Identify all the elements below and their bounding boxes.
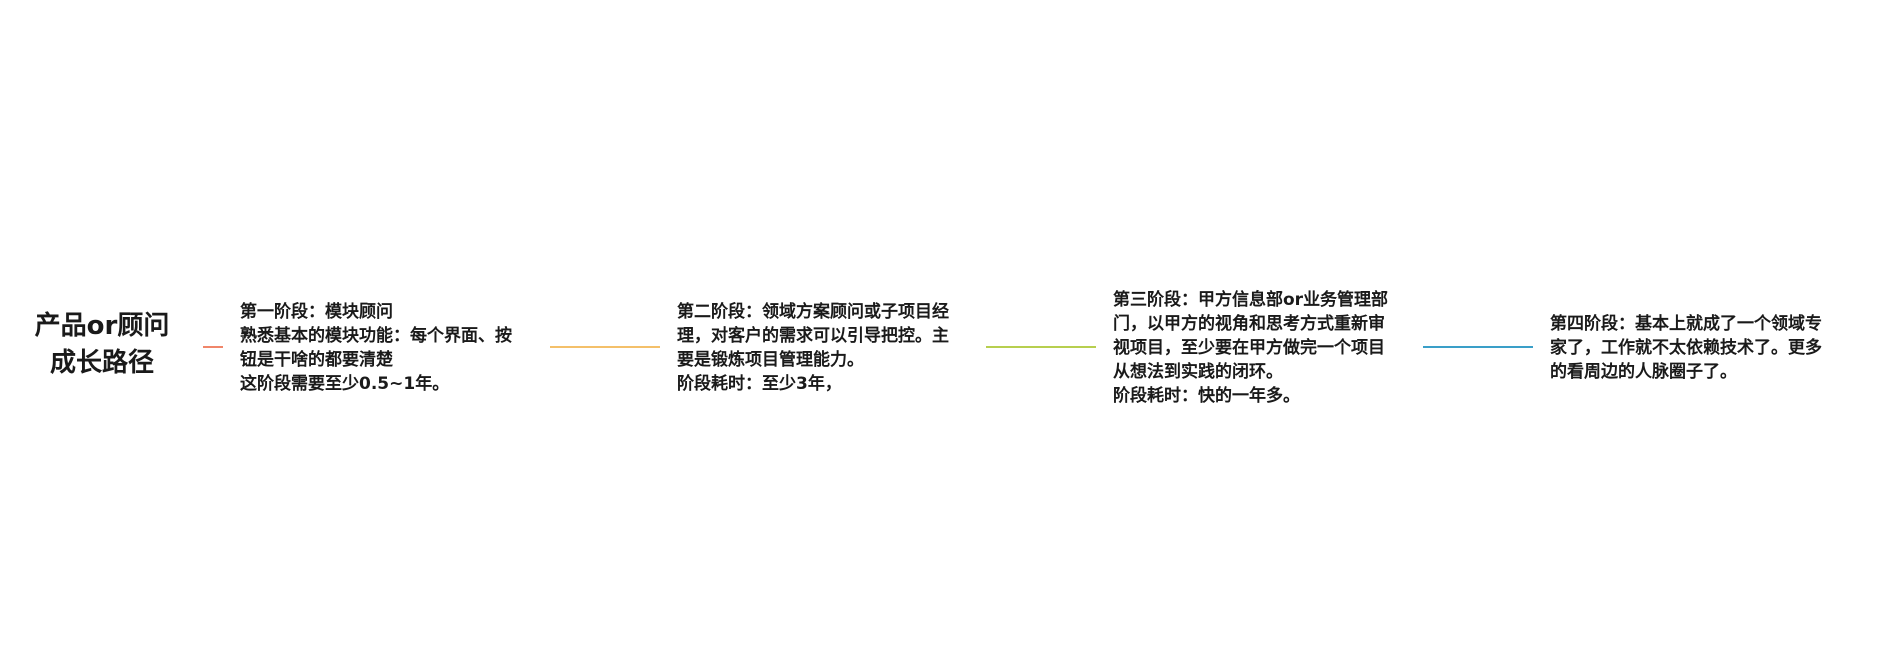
connector-stage-1 [203,346,223,348]
stage-2-line-3: 要是锻炼项目管理能力。 [677,350,864,370]
stage-3-line-4: 从想法到实践的闭环。 [1113,362,1283,382]
stage-2-line-2: 理，对客户的需求可以引导把控。主 [677,326,949,346]
connector-stage-4 [1423,346,1533,348]
root-topic-line-1: 产品or顾问 [34,311,170,341]
stage-4-node[interactable]: 第四阶段：基本上就成了一个领域专 家了，工作就不太依赖技术了。更多 的看周边的人… [1550,312,1822,384]
stage-2-line-4: 阶段耗时：至少3年， [677,374,842,394]
connector-stage-2 [550,346,660,348]
stage-3-line-2: 门，以甲方的视角和思考方式重新审 [1113,314,1385,334]
stage-4-line-3: 的看周边的人脉圈子了。 [1550,362,1737,382]
stage-1-line-1: 第一阶段：模块顾问 [240,302,393,322]
stage-2-line-1: 第二阶段：领域方案顾问或子项目经 [677,302,949,322]
stage-1-line-2: 熟悉基本的模块功能：每个界面、按 [240,326,512,346]
stage-4-line-1: 第四阶段：基本上就成了一个领域专 [1550,314,1822,334]
stage-4-line-2: 家了，工作就不太依赖技术了。更多 [1550,338,1822,358]
stage-3-line-3: 视项目，至少要在甲方做完一个项目 [1113,338,1385,358]
root-topic-line-2: 成长路径 [49,348,154,378]
stage-3-line-1: 第三阶段：甲方信息部or业务管理部 [1113,290,1389,310]
stage-2-node[interactable]: 第二阶段：领域方案顾问或子项目经 理，对客户的需求可以引导把控。主 要是锻炼项目… [677,300,949,396]
stage-3-node[interactable]: 第三阶段：甲方信息部or业务管理部 门，以甲方的视角和思考方式重新审 视项目，至… [1113,288,1388,408]
stage-3-line-5: 阶段耗时：快的一年多。 [1113,386,1300,406]
root-topic[interactable]: 产品or顾问 成长路径 [22,308,182,382]
stage-1-node[interactable]: 第一阶段：模块顾问 熟悉基本的模块功能：每个界面、按 钮是干啥的都要清楚 这阶段… [240,300,512,396]
stage-1-line-4: 这阶段需要至少0.5~1年。 [240,374,450,394]
connector-stage-3 [986,346,1096,348]
stage-1-line-3: 钮是干啥的都要清楚 [240,350,393,370]
